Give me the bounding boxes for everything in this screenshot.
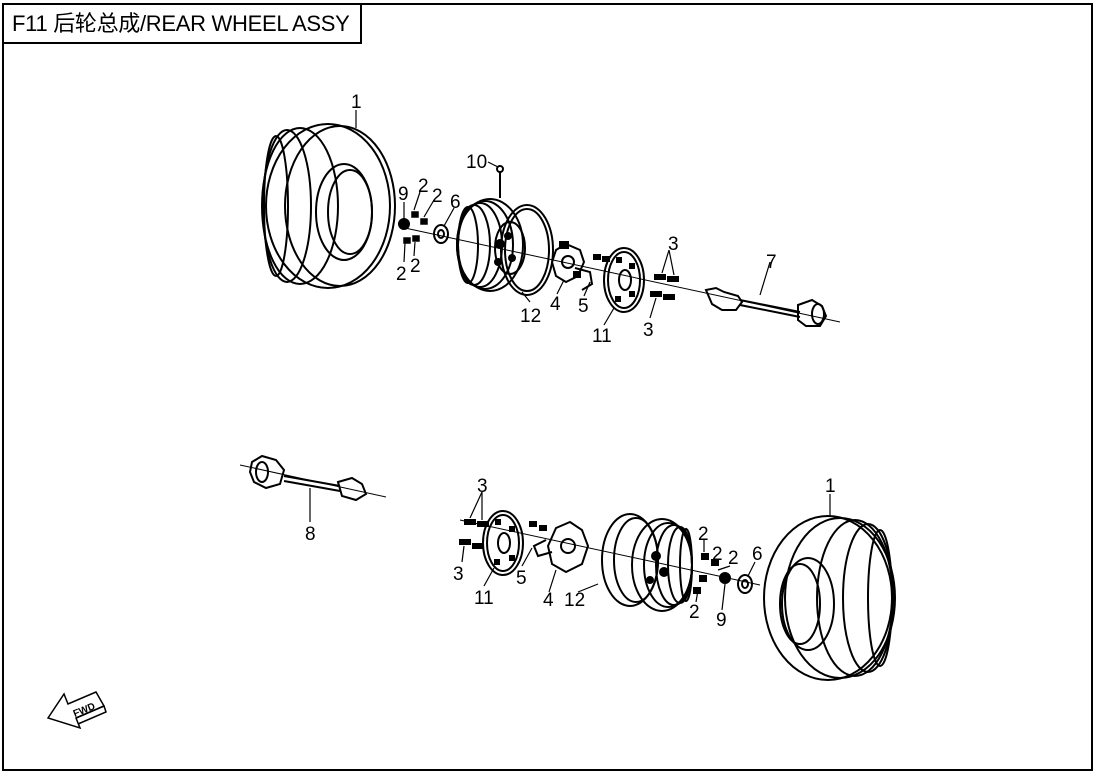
lower-halfshaft [239,454,387,502]
upper-callout-bolt-2c: 2 [396,264,407,285]
lower-knuckle [529,520,590,574]
forward-arrow-icon [46,691,107,730]
upper-tire [261,123,396,289]
upper-callout-bolt-2d: 2 [410,256,421,277]
lower-callout-bolt-3b: 3 [453,564,464,585]
lower-callout-bolt-3a: 3 [477,476,488,497]
upper-halfshaft [704,286,828,327]
upper-callout-halfshaft: 7 [766,252,777,273]
page-title: F11 后轮总成/REAR WHEEL ASSY [2,3,362,44]
lower-callout-rim: 12 [564,590,585,611]
lower-brake-disc [482,510,524,576]
lower-callout-bolt-2b: 2 [712,544,723,565]
lower-tire [763,515,896,681]
upper-callout-bolt-2a: 2 [418,176,429,197]
upper-callout-bolt-3b: 3 [643,320,654,341]
upper-bolts-5 [593,254,610,262]
upper-callout-brake-part: 5 [578,296,589,317]
lower-small-bolts [693,553,731,594]
lower-callout-bolt-2a: 2 [698,524,709,545]
upper-callout-nut-9: 9 [398,184,409,205]
upper-nut-9 [398,218,410,230]
lower-rim [601,513,693,612]
upper-callout-bolt-3a: 3 [668,234,679,255]
upper-callout-knuckle: 4 [550,294,561,315]
upper-callout-bolt-2b: 2 [432,186,443,207]
lower-callout-halfshaft: 8 [305,524,316,545]
outer-border [2,3,1093,771]
lower-callout-bolt-2c: 2 [728,548,739,569]
upper-knuckle [550,241,594,291]
upper-callout-nut-6: 6 [450,192,461,213]
upper-brake-disc [603,247,645,313]
upper-callout-rim: 12 [520,306,541,327]
upper-callout-valve: 10 [466,152,487,173]
lower-callout-brake-part: 5 [516,568,527,589]
lower-nut-6 [737,574,753,594]
lower-callout-nut-9: 9 [716,610,727,631]
upper-callout-disc: 11 [592,326,612,347]
upper-small-bolts [403,211,428,244]
leader-lines [309,110,831,611]
lower-callout-nut-6: 6 [752,544,763,565]
lower-callout-knuckle: 4 [543,590,554,611]
upper-valve [496,165,504,198]
lower-callout-tire: 1 [825,476,836,497]
upper-callout-tire: 1 [351,92,362,113]
lower-callout-bolt-2d: 2 [689,602,700,623]
upper-rim [456,198,554,296]
upper-nut-6 [433,224,449,244]
upper-bolts-3 [650,274,679,300]
lower-callout-disc: 11 [474,588,494,609]
